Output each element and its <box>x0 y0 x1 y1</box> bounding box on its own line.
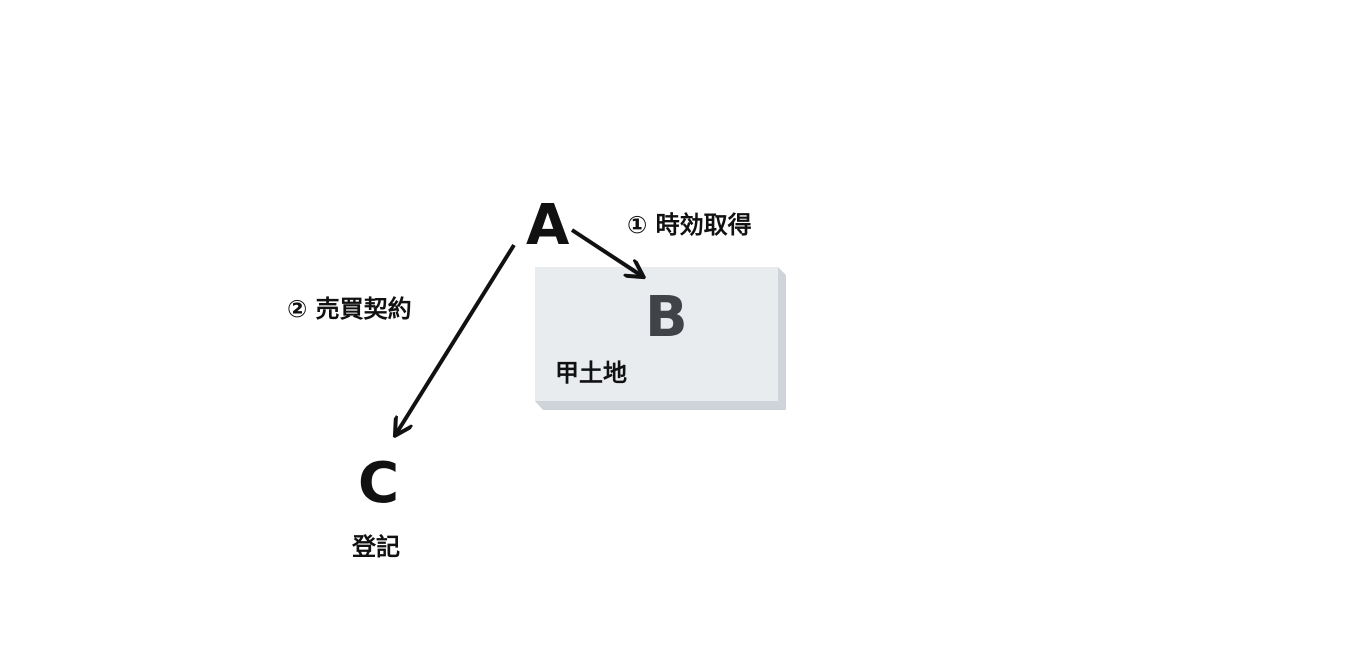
registration-label: 登記 <box>352 533 400 561</box>
land-box <box>535 267 786 410</box>
arrow-a-to-b <box>570 228 642 276</box>
arrow-a-to-c <box>396 243 516 434</box>
party-b: B <box>645 285 688 350</box>
acquisition-label: ① 時効取得 <box>627 211 752 239</box>
land-label: 甲土地 <box>555 359 627 387</box>
sale-contract-label: ② 売買契約 <box>287 295 412 323</box>
party-a: A <box>526 193 570 258</box>
party-c: C <box>358 451 400 516</box>
